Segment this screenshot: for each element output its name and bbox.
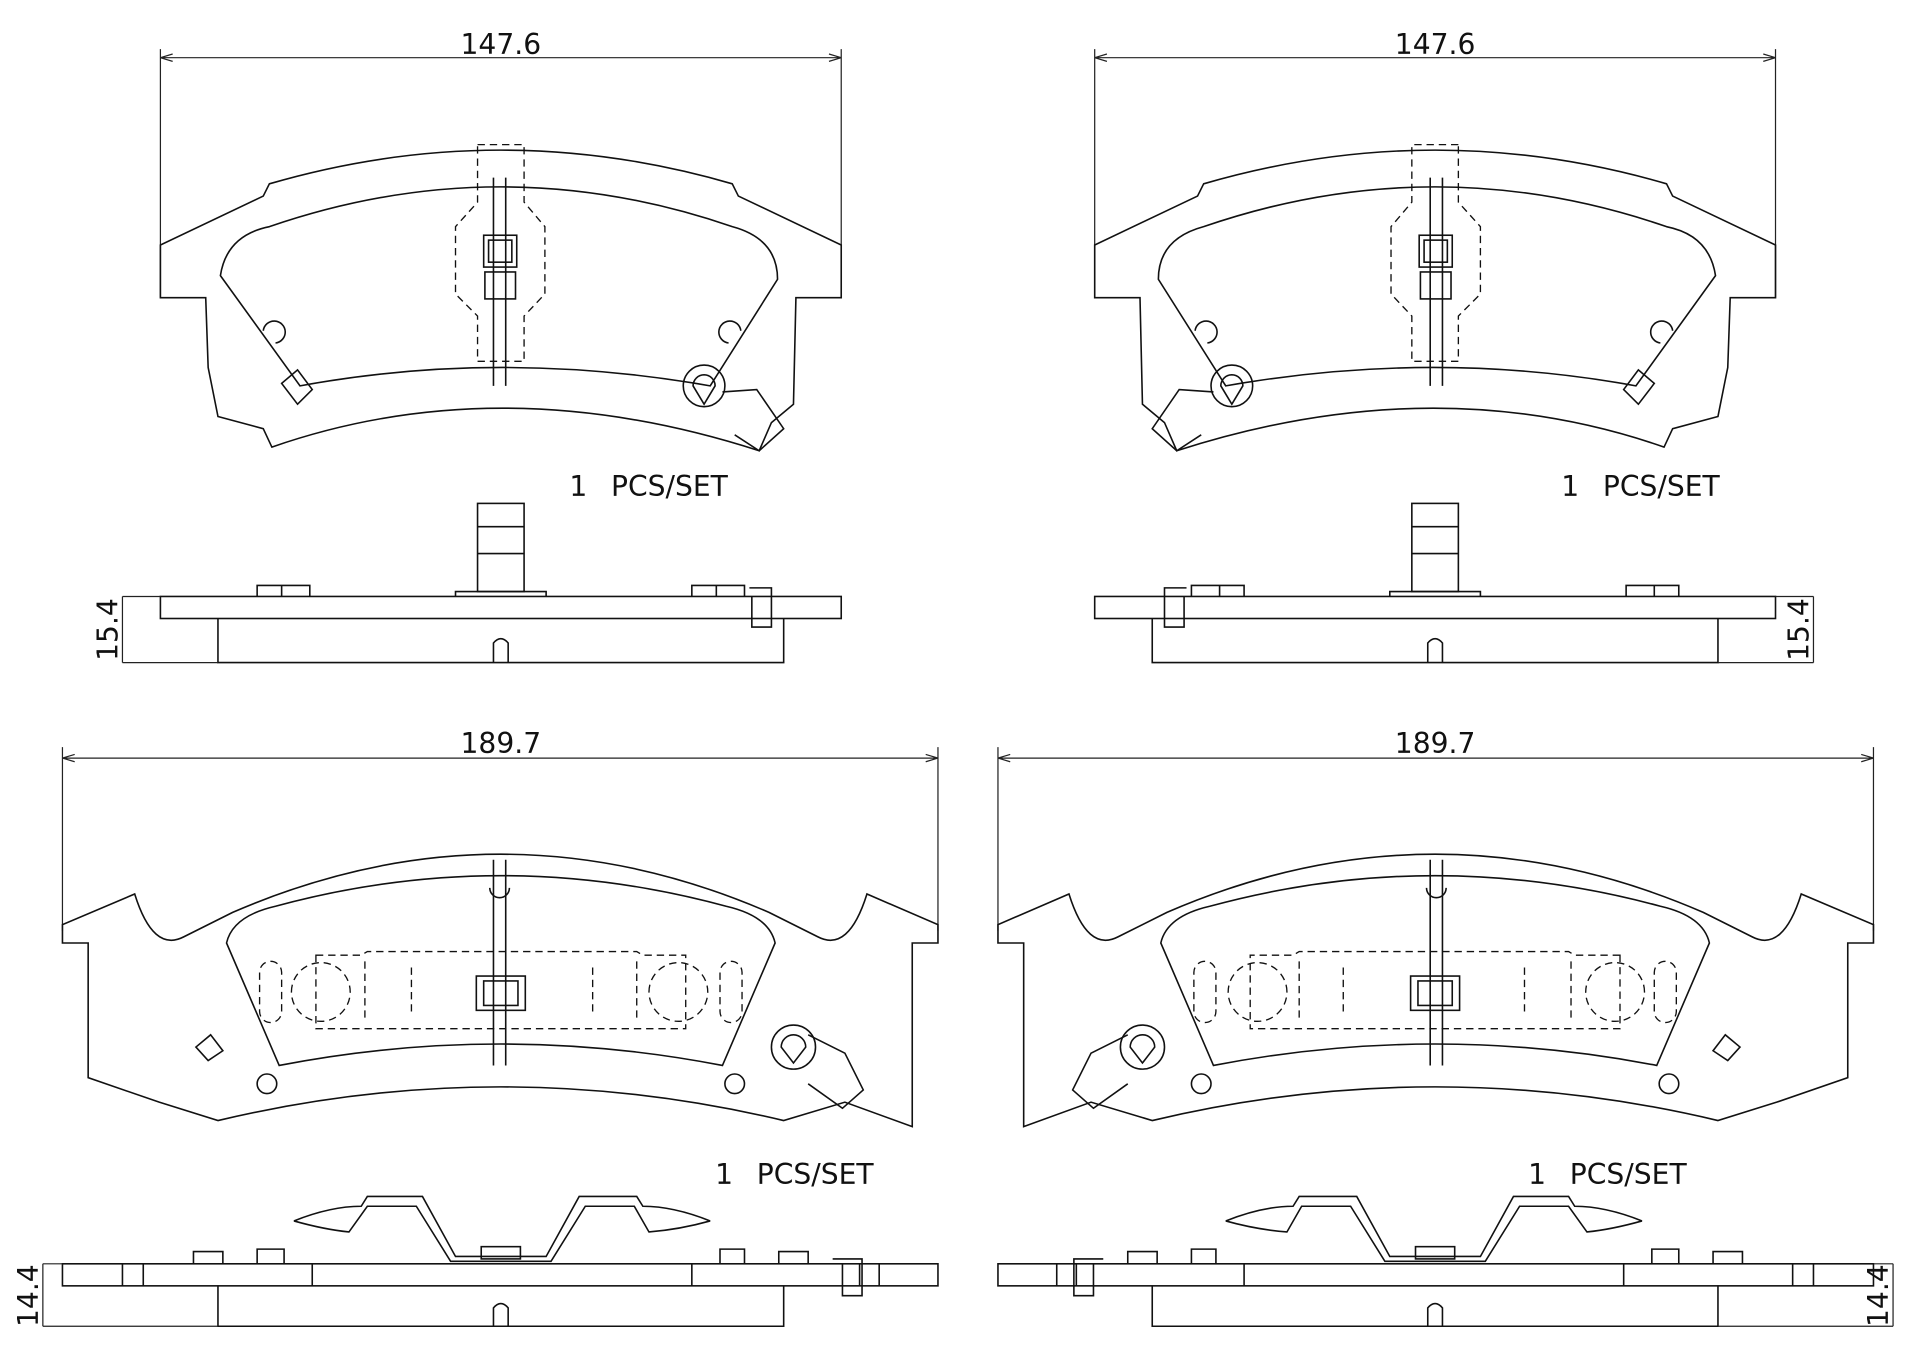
thickness-dimension: 15.4: [92, 598, 125, 661]
quantity: 1: [1561, 470, 1579, 503]
width-dimension: 189.7: [461, 727, 542, 760]
width-dimension: 147.6: [461, 28, 542, 61]
quantity: 1: [715, 1158, 733, 1191]
quantity-unit: PCS/SET: [611, 470, 729, 503]
quantity: 1: [1528, 1158, 1546, 1191]
quantity-unit: PCS/SET: [757, 1158, 875, 1191]
thickness-dimension: 14.4: [1862, 1264, 1895, 1327]
bottom-left-pad-drawing: 189.7 14.4 1 PCS/SET: [12, 727, 939, 1328]
thickness-dimension: 14.4: [12, 1264, 45, 1327]
top-right-pad-drawing: 147.6 15.4 1 PCS/SET: [1093, 28, 1816, 664]
top-left-pad-drawing: 147.6 15.4 1 PCS/SET: [92, 28, 843, 664]
width-dimension: 189.7: [1395, 727, 1476, 760]
quantity: 1: [569, 470, 587, 503]
quantity-unit: PCS/SET: [1603, 470, 1721, 503]
width-dimension: 147.6: [1395, 28, 1476, 61]
quantity-unit: PCS/SET: [1570, 1158, 1688, 1191]
thickness-dimension: 15.4: [1783, 598, 1816, 661]
bottom-right-pad-drawing: 189.7 14.4 1 PCS/SET: [997, 727, 1895, 1328]
